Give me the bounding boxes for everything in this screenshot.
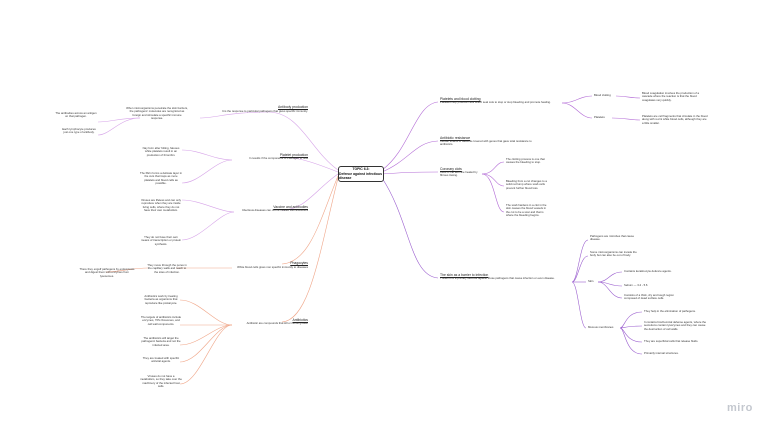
- connector: [381, 177, 439, 279]
- coronary-clots-desc[interactable]: Clots in the skin are healed by fibrous …: [440, 170, 478, 178]
- connector: [181, 211, 235, 241]
- antibiotic-resistance-title[interactable]: Antibiotic resistance: [440, 136, 471, 140]
- connector: [619, 311, 643, 329]
- central-topic-line1: TOPIC 6.3:: [352, 167, 370, 172]
- phagocytes-sub[interactable]: They move through the pores in the capil…: [147, 263, 187, 274]
- connector: [97, 117, 141, 136]
- skin-leaf-1[interactable]: Contains keratinocyte defence agents.: [624, 269, 672, 273]
- antibiotics-sub-2[interactable]: The targets of antibiotics include enzym…: [140, 315, 182, 326]
- connector: [381, 140, 439, 173]
- vaccines-title[interactable]: Vaccine and antibodies: [273, 205, 308, 209]
- coronary-sub-1[interactable]: The clotting process is one that causes …: [506, 157, 545, 165]
- antibody-leaf-2[interactable]: Each lymphocyte produces just one type o…: [62, 127, 96, 135]
- connector: [619, 325, 643, 329]
- connector: [481, 161, 505, 175]
- connector: [615, 95, 641, 99]
- antibiotics-desc[interactable]: Antibiotic are compounds that kill or in…: [246, 321, 308, 325]
- connector: [571, 281, 587, 329]
- antibiotics-sub-5[interactable]: Viruses do not have a metabolism, so the…: [140, 374, 182, 389]
- antibiotics-sub-3[interactable]: The antibiotics will target the pathogen…: [141, 336, 181, 347]
- skin-barrier-desc[interactable]: These form a primary defense against tho…: [440, 276, 555, 280]
- connector: [619, 327, 643, 343]
- central-topic[interactable]: TOPIC 6.3: Defence against infectious di…: [338, 166, 384, 182]
- skin-barrier-sub-2[interactable]: Some microorganisms can invade the body …: [590, 250, 637, 258]
- connector: [281, 156, 339, 173]
- central-topic-line2: Defence against infectious disease: [339, 171, 382, 181]
- connector: [571, 255, 589, 283]
- antibiotics-sub-1[interactable]: Antibiotics work by treating bacteria as…: [144, 294, 178, 305]
- vaccines-sub-1[interactable]: Viruses are lifeless and can only reprod…: [140, 198, 182, 213]
- mucous-leaf-3[interactable]: They are superficial cells that release …: [644, 339, 699, 343]
- phagocytes-title[interactable]: Phagocytes: [290, 261, 308, 265]
- platelets-leaf[interactable]: Platelets are cell fragments that circul…: [642, 114, 708, 125]
- blood-clotting-label[interactable]: Blood clotting: [594, 93, 611, 97]
- connector: [281, 175, 339, 265]
- coronary-clots-title[interactable]: Coronary clots: [440, 167, 462, 171]
- platelets-label[interactable]: Platelets: [594, 115, 605, 119]
- connector: [181, 149, 233, 161]
- antibody-production-title[interactable]: Antibody production: [278, 105, 308, 109]
- connector: [619, 327, 643, 355]
- connector: [611, 117, 641, 121]
- skin-leaf-2[interactable]: Sebum — 3.4 - 5.6: [624, 283, 648, 287]
- platelet-production-sub-2[interactable]: The fibrin forms a delicate layer in the…: [140, 171, 182, 186]
- antibiotic-resistance-desc[interactable]: Certain strains of bacteria covered with…: [440, 139, 532, 147]
- connector: [597, 281, 623, 299]
- mucous-leaf-1[interactable]: They help in the elimination of pathogen…: [644, 309, 696, 313]
- skin-label[interactable]: Skin: [588, 279, 594, 283]
- connector: [561, 102, 593, 119]
- phagocytes-desc[interactable]: White blood cells gives non specific imm…: [237, 265, 308, 269]
- platelet-production-sub-1[interactable]: Nay form after hitting, fatuous white pl…: [142, 146, 180, 157]
- coronary-sub-3[interactable]: The scab hardens in a clot in the skin c…: [506, 203, 547, 218]
- connector: [481, 173, 505, 213]
- connector: [179, 324, 233, 363]
- connector: [561, 95, 593, 104]
- mucous-leaf-4[interactable]: Primarily internal structures.: [644, 351, 679, 355]
- mucous-leaf-2[interactable]: It contains biochemical defense agents, …: [644, 320, 707, 331]
- skin-leaf-3[interactable]: Consists of a thick, dry and tough regio…: [624, 293, 674, 301]
- antibody-production-sub[interactable]: When microorganisms penetrate the skin b…: [126, 106, 188, 121]
- connector: [199, 111, 269, 119]
- vaccines-desc[interactable]: Infectious diseases can not be treated w…: [241, 208, 308, 212]
- connector: [381, 171, 439, 175]
- platelets-title[interactable]: Platelets and blood clotting: [440, 97, 481, 101]
- connector: [481, 173, 505, 187]
- connector: [179, 324, 233, 385]
- connector: [181, 199, 235, 213]
- phagocytes-leaf[interactable]: There they engulf pathogens by endocytos…: [79, 267, 135, 278]
- antibiotics-sub-4[interactable]: They are treated with specific antiviral…: [142, 356, 180, 364]
- antibody-production-desc[interactable]: It is the response to particular pathoge…: [222, 109, 308, 113]
- connector: [381, 101, 439, 171]
- vaccines-sub-2[interactable]: They do not have their own means of tran…: [140, 235, 182, 246]
- mucous-membranes-label[interactable]: Mucous membranes: [588, 325, 614, 329]
- platelet-production-desc[interactable]: In results if the components of Pathogen…: [249, 156, 308, 160]
- connector: [281, 177, 339, 323]
- connector: [597, 271, 623, 283]
- platelets-desc[interactable]: Platelets help produce clots which seal …: [440, 100, 551, 104]
- miro-logo: miro: [727, 402, 753, 414]
- antibody-leaf-1[interactable]: The antibodies across an antigen on that…: [55, 111, 97, 119]
- connector: [281, 173, 339, 211]
- skin-barrier-sub-1[interactable]: Pathogens are microbes that cause diseas…: [590, 234, 634, 242]
- connector: [571, 239, 589, 283]
- connector: [181, 159, 233, 184]
- connector: [267, 111, 339, 171]
- antibiotics-title[interactable]: Antibiotics: [292, 318, 308, 322]
- connector: [179, 299, 233, 326]
- connector: [179, 324, 233, 346]
- platelet-production-title[interactable]: Platelet production: [279, 153, 308, 157]
- coronary-sub-2[interactable]: Bleeding from a cut changes to a solid r…: [506, 179, 547, 190]
- skin-barrier-title[interactable]: The skin as a barrier to infection: [440, 273, 489, 277]
- blood-clotting-leaf[interactable]: Blood coagulation involves the productio…: [642, 91, 700, 102]
- connector: [105, 267, 149, 273]
